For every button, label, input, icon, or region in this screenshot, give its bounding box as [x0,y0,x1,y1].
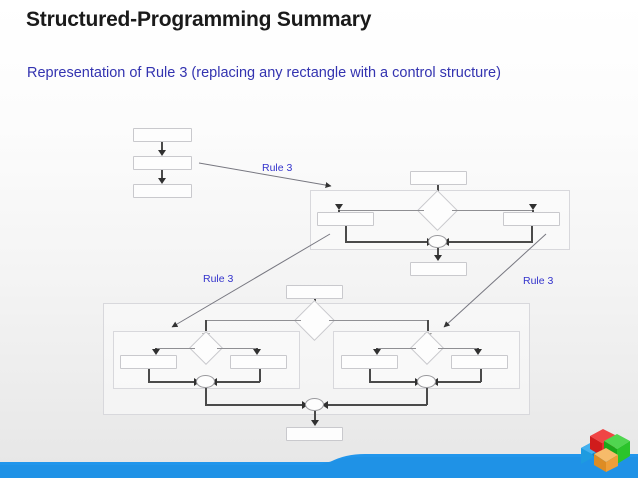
footer-wave [0,454,638,478]
sel-branch-right-rail [452,210,533,211]
sel-merge-circle [428,235,447,248]
nest-outer-merge-rail-right [325,404,427,406]
nest-outer-right-drop [427,320,429,336]
nest-outer-merge-arrow-right [322,401,328,409]
nest-left-merge-rail-b [214,381,260,383]
nest-right-branch-a [341,355,398,369]
nest-left-merge-drop-a [148,369,150,382]
nest-right-merge [417,375,436,388]
sel-left-box [317,212,374,226]
nest-arrowhead-bottom [311,420,319,426]
logo-cube-orange [594,448,618,472]
sel-arrowhead-bottom [434,255,442,261]
nest-left-merge-rail-a [148,381,197,383]
sel-top-box [410,171,467,185]
sel-arrowhead-left [335,204,343,210]
nest-left-merge [196,375,215,388]
sel-right-merge-rail [447,241,533,243]
nest-right-branch-b-rail [438,348,478,349]
seq-arrowhead-1 [158,150,166,156]
seq-connector-2 [161,170,163,182]
nest-outer-merge [305,398,324,411]
sel-connector-bottom [437,248,439,258]
nest-outer-merge-rail-left [205,404,305,406]
seq-box-1 [133,128,192,142]
cube-logo [581,429,630,472]
nest-right-branch-b [451,355,508,369]
nest-top-box [286,285,343,299]
nest-right-merge-rail-b [435,381,481,383]
sel-branch-left-rail [338,210,424,211]
nest-right-branch-a-rail [376,348,416,349]
sel-left-merge-rail [345,241,429,243]
seq-connector-1 [161,142,163,154]
sel-bottom-box [410,262,467,276]
page-title: Structured-Programming Summary [26,8,372,31]
rule-label-top: Rule 3 [262,162,293,174]
rule-label-left: Rule 3 [203,273,234,285]
nest-right-merge-drop-a [369,369,371,382]
nest-left-branch-a [120,355,177,369]
seq-box-2 [133,156,192,170]
nest-outer-right-rail [329,320,428,321]
nest-left-arrowhead-b [253,349,261,355]
nest-outer-left-drop [205,320,207,336]
sel-right-box [503,212,560,226]
sel-right-merge-drop [531,226,533,242]
nest-outer-merge-drop-right [426,388,428,405]
nest-connector-bottom [314,411,316,423]
nest-left-arrowhead-a [152,349,160,355]
nest-left-branch-b [230,355,287,369]
nest-right-arrowhead-a [373,349,381,355]
sel-arrowhead-right [529,204,537,210]
sel-left-merge-drop [345,226,347,242]
nest-bottom-box [286,427,343,441]
nest-right-arrowhead-b [474,349,482,355]
nest-left-branch-a-rail [155,348,195,349]
nest-right-merge-drop-b [480,369,482,382]
rule-label-right: Rule 3 [523,275,554,287]
seq-arrowhead-2 [158,178,166,184]
nest-outer-merge-drop-left [205,388,207,405]
nest-outer-left-rail [205,320,301,321]
nest-right-merge-rail-a [369,381,418,383]
seq-box-3 [133,184,192,198]
nest-left-branch-b-rail [217,348,257,349]
page-subtitle: Representation of Rule 3 (replacing any … [27,65,501,81]
nest-left-merge-drop-b [259,369,261,382]
